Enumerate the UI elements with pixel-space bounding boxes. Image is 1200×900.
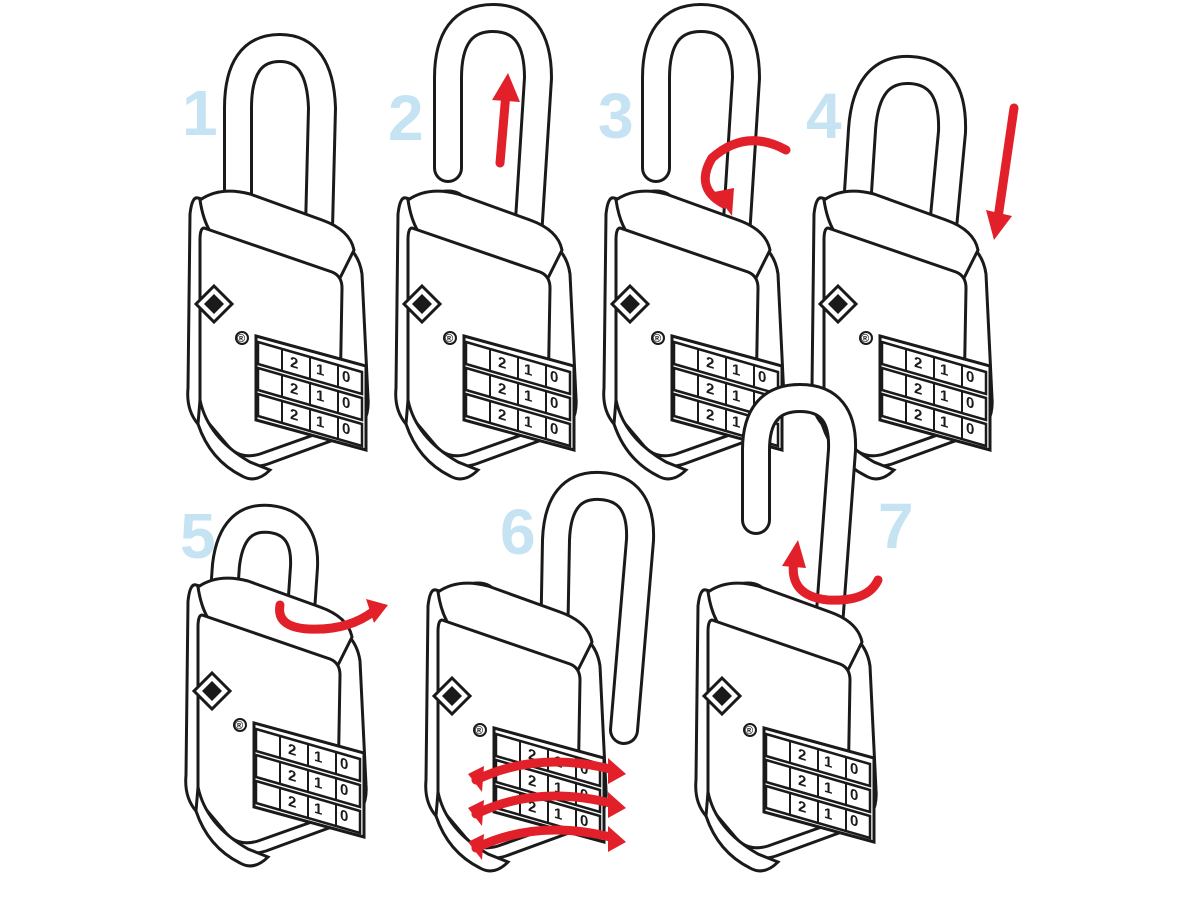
wheel-digit: 1 [316, 387, 325, 406]
wheel-digit: 1 [940, 413, 949, 432]
shackle [539, 471, 656, 745]
wheel-digit: 0 [342, 394, 350, 413]
wheel-digit: 0 [580, 812, 588, 831]
wheel-digit: 1 [524, 413, 533, 432]
registered-mark: ® [235, 720, 243, 732]
wheel-digit: 2 [914, 406, 922, 425]
step-number-1: 1 [182, 77, 218, 149]
wheel-digit: 0 [550, 420, 558, 439]
wheel-digit: 2 [528, 772, 536, 791]
wheel-digit: 2 [706, 354, 714, 373]
step-number-2: 2 [388, 82, 424, 154]
wheel-digit: 1 [314, 774, 323, 793]
wheel-digit: 0 [340, 807, 348, 826]
wheel-digit: 2 [528, 798, 536, 817]
wheel-digit: 2 [706, 380, 714, 399]
wheel-digit: 0 [550, 394, 558, 413]
wheel-digit: 1 [554, 779, 563, 798]
wheel-digit: 0 [966, 394, 974, 413]
wheel-digit: 1 [824, 779, 833, 798]
registered-mark: ® [237, 333, 245, 345]
registered-mark: ® [475, 725, 483, 737]
wheel-digit: 2 [498, 380, 506, 399]
wheel-digit: 0 [340, 755, 348, 774]
wheel-digit: 1 [732, 361, 741, 380]
wheel-digit: 2 [288, 741, 296, 760]
shackle [201, 503, 320, 720]
shackle [223, 33, 337, 283]
wheel-digit: 2 [288, 767, 296, 786]
wheel-digit: 0 [850, 786, 858, 805]
rotate-arrow-icon [782, 540, 883, 605]
wheel-digit: 2 [498, 354, 506, 373]
wheel-digit: 1 [940, 361, 949, 380]
registered-mark: ® [861, 333, 869, 345]
registered-mark: ® [653, 333, 661, 345]
wheel-digit: 1 [732, 387, 741, 406]
wheel-digit: 0 [966, 420, 974, 439]
step-number-4: 4 [806, 80, 842, 152]
wheel-digit: 1 [732, 413, 741, 432]
wheel-digit: 2 [288, 793, 296, 812]
shackle [641, 3, 761, 283]
wheel-digit: 1 [314, 800, 323, 819]
wheel-digit: 2 [798, 772, 806, 791]
wheel-digit: 1 [824, 753, 833, 772]
wheel-digit: 1 [554, 805, 563, 824]
wheel-digit: 0 [966, 368, 974, 387]
registered-mark: ® [745, 725, 753, 737]
step-number-5: 5 [180, 500, 216, 572]
arrow-down-icon [986, 103, 1019, 240]
wheel-digit: 2 [798, 798, 806, 817]
step-number-6: 6 [500, 496, 536, 568]
registered-mark: ® [445, 333, 453, 345]
shackle [741, 383, 858, 681]
wheel-digit: 2 [290, 354, 298, 373]
step-number-7: 7 [878, 490, 914, 562]
wheel-digit: 2 [914, 380, 922, 399]
step-number-3: 3 [598, 80, 634, 152]
wheel-digit: 1 [940, 387, 949, 406]
wheel-digit: 0 [850, 812, 858, 831]
wheel-digit: 2 [706, 406, 714, 425]
rotate-arrow-icon [275, 599, 388, 634]
wheel-digit: 0 [342, 420, 350, 439]
wheel-digit: 0 [850, 760, 858, 779]
wheel-digit: 2 [528, 746, 536, 765]
wheel-scramble-arrows-icon [468, 757, 626, 860]
wheel-digit: 2 [798, 746, 806, 765]
wheel-digit: 1 [824, 805, 833, 824]
wheel-digit: 0 [580, 760, 588, 779]
wheel-digit: 1 [524, 387, 533, 406]
wheel-digit: 0 [758, 368, 766, 387]
wheel-digit: 0 [340, 781, 348, 800]
wheel-digit: 2 [498, 406, 506, 425]
rotate-arrow-icon [700, 136, 791, 216]
wheel-digit: 1 [314, 748, 323, 767]
wheel-digit: 2 [914, 354, 922, 373]
wheel-digit: 2 [290, 406, 298, 425]
wheel-digit: 1 [524, 361, 533, 380]
shackle [839, 55, 968, 269]
wheel-digit: 2 [290, 380, 298, 399]
wheel-digit: 1 [316, 361, 325, 380]
arrow-up-icon [492, 73, 520, 168]
shackle [433, 3, 553, 283]
wheel-digit: 0 [550, 368, 558, 387]
wheel-digit: 1 [316, 413, 325, 432]
wheel-digit: 0 [342, 368, 350, 387]
